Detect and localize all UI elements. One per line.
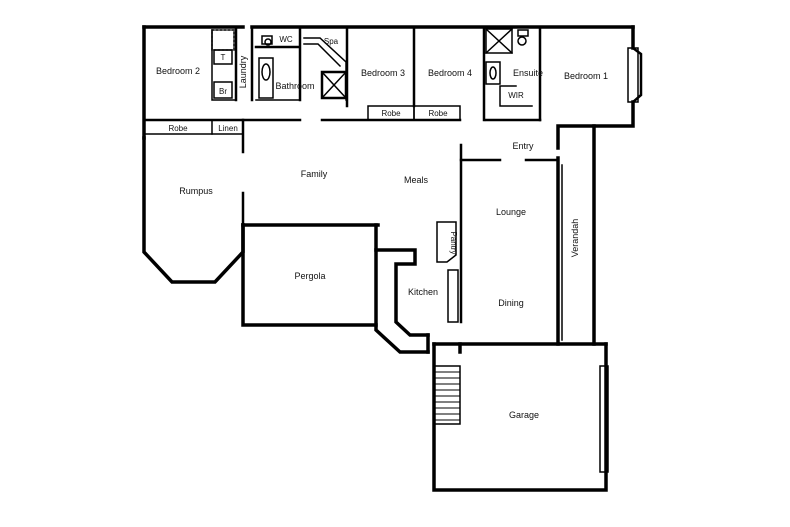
- label-entry: Entry: [512, 141, 534, 151]
- label-verandah: Verandah: [570, 219, 580, 258]
- label-family: Family: [301, 169, 328, 179]
- label-bedroom1: Bedroom 1: [564, 71, 608, 81]
- label-lounge: Lounge: [496, 207, 526, 217]
- label-robe-b4: Robe: [428, 109, 448, 118]
- label-bedroom4: Bedroom 4: [428, 68, 472, 78]
- label-bedroom3: Bedroom 3: [361, 68, 405, 78]
- label-ensuite: Ensuite: [513, 68, 543, 78]
- label-br: Br: [219, 87, 227, 96]
- interior-walls: [142, 25, 639, 473]
- label-kitchen: Kitchen: [408, 287, 438, 297]
- label-garage: Garage: [509, 410, 539, 420]
- label-laundry: Laundry: [238, 55, 248, 88]
- label-meals: Meals: [404, 175, 429, 185]
- label-wc: WC: [279, 35, 293, 44]
- label-pergola: Pergola: [294, 271, 325, 281]
- label-pantry: Pantry: [449, 231, 458, 254]
- garage-stairs: [435, 365, 461, 425]
- label-bedroom2: Bedroom 2: [156, 66, 200, 76]
- label-robe-b3: Robe: [381, 109, 401, 118]
- label-robe-left: Robe: [168, 124, 188, 133]
- label-spa: Spa: [324, 37, 339, 46]
- room-labels: Bedroom 2 Laundry T Br WC Spa Bathroom B…: [156, 35, 608, 420]
- outer-walls: [142, 25, 643, 492]
- label-bathroom: Bathroom: [275, 81, 314, 91]
- label-wir: WIR: [508, 91, 524, 100]
- label-rumpus: Rumpus: [179, 186, 213, 196]
- label-linen: Linen: [218, 124, 238, 133]
- label-t: T: [221, 53, 226, 62]
- label-dining: Dining: [498, 298, 524, 308]
